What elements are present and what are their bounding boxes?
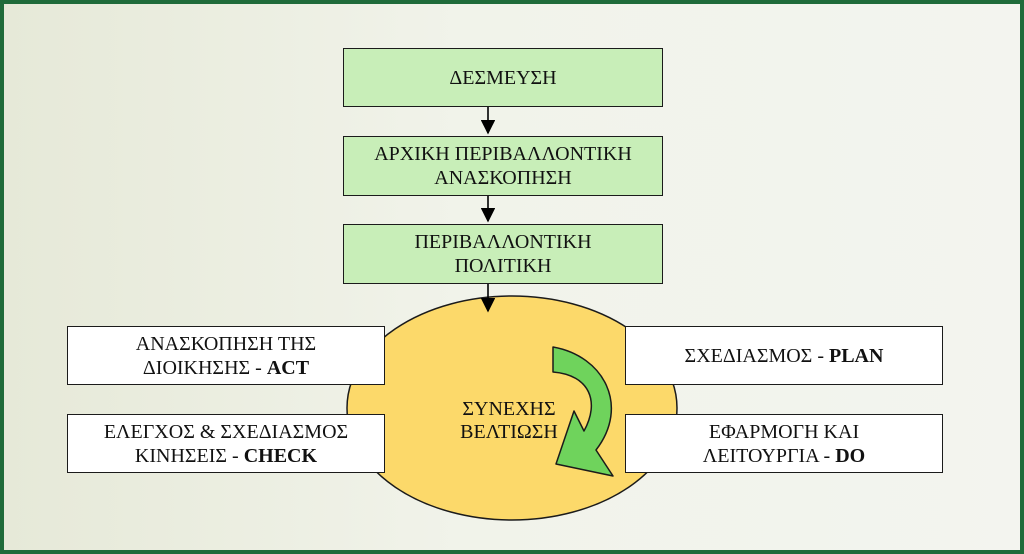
- policy-line2: ΠΟΛΙΤΙΚΗ: [454, 255, 552, 277]
- diagram-canvas: [346, 107, 678, 521]
- plan-keyword: PLAN: [828, 344, 884, 367]
- check-line1: ΕΛΕΓΧΟΣ & ΣΧΕΔΙΑΣΜΟΣ: [103, 420, 349, 443]
- act-box: ΑΝΑΣΚΟΠΗΣΗ ΤΗΣ ΔΙΟΙΚΗΣΗΣ - ACT: [67, 326, 385, 385]
- plan-line1: ΣΧΕΔΙΑΣΜΟΣ - PLAN: [684, 344, 884, 367]
- check-line2: ΚΙΝΗΣΕΙΣ - CHECK: [134, 444, 318, 467]
- initial-review-line1: ΑΡΧΙΚΗ ΠΕΡΙΒΑΛΛΟΝΤΙΚΗ: [374, 143, 632, 165]
- policy-box: ΠΕΡΙΒΑΛΛΟΝΤΙΚΗ ΠΟΛΙΤΙΚΗ: [343, 224, 663, 284]
- commitment-box: ΔΕΣΜΕΥΣΗ: [343, 48, 663, 107]
- policy-line1: ΠΕΡΙΒΑΛΛΟΝΤΙΚΗ: [414, 231, 592, 253]
- plan-box: ΣΧΕΔΙΑΣΜΟΣ - PLAN: [625, 326, 943, 385]
- initial-review-box: ΑΡΧΙΚΗ ΠΕΡΙΒΑΛΛΟΝΤΙΚΗ ΑΝΑΣΚΟΠΗΣΗ: [343, 136, 663, 196]
- do-keyword: DO: [835, 444, 866, 467]
- act-line2: ΔΙΟΙΚΗΣΗΣ - ACT: [142, 356, 310, 379]
- center-line1: ΣΥΝΕΧΗΣ: [462, 398, 556, 420]
- do-line1: ΕΦΑΡΜΟΓΗ ΚΑΙ: [708, 420, 860, 443]
- check-keyword: CHECK: [243, 444, 318, 467]
- act-keyword: ACT: [266, 356, 310, 379]
- do-line2: ΛΕΙΤΟΥΡΓΙΑ - DO: [702, 444, 866, 467]
- continuous-improvement-label: ΣΥΝΕΧΗΣ ΒΕΛΤΙΩΣΗ: [434, 398, 584, 444]
- act-line1: ΑΝΑΣΚΟΠΗΣΗ ΤΗΣ: [135, 332, 317, 355]
- commitment-label: ΔΕΣΜΕΥΣΗ: [449, 66, 557, 89]
- check-box: ΕΛΕΓΧΟΣ & ΣΧΕΔΙΑΣΜΟΣ ΚΙΝΗΣΕΙΣ - CHECK: [67, 414, 385, 473]
- do-box: ΕΦΑΡΜΟΓΗ ΚΑΙ ΛΕΙΤΟΥΡΓΙΑ - DO: [625, 414, 943, 473]
- initial-review-line2: ΑΝΑΣΚΟΠΗΣΗ: [434, 167, 572, 189]
- curved-arrow-icon: [552, 346, 614, 477]
- center-line2: ΒΕΛΤΙΩΣΗ: [460, 421, 558, 443]
